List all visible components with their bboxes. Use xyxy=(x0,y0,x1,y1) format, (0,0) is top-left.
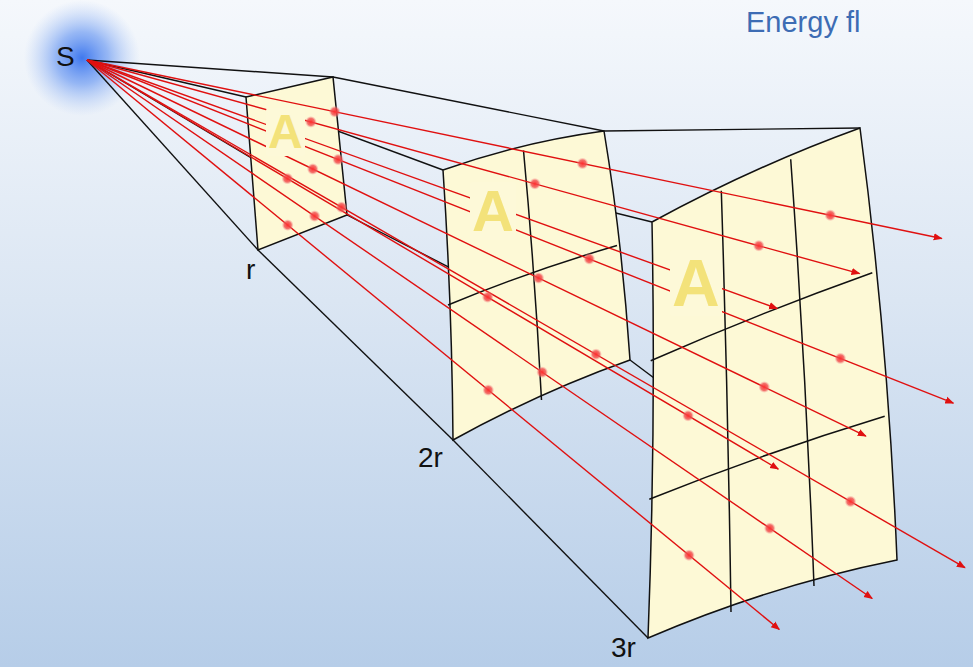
area-letter: A xyxy=(470,182,516,240)
ray-dots xyxy=(281,106,856,562)
distance-label: 3r xyxy=(611,634,636,662)
distance-label: r xyxy=(246,256,255,284)
area-letter: A xyxy=(670,250,722,316)
distance-label: 2r xyxy=(418,444,443,472)
area-letter: A xyxy=(266,108,305,156)
patch-2r xyxy=(443,131,630,440)
patch-3r xyxy=(648,128,897,638)
source-label: S xyxy=(56,43,75,71)
energy-rays xyxy=(87,60,965,630)
frame-lines xyxy=(87,60,897,638)
slide-title: Energy fl xyxy=(746,8,860,37)
